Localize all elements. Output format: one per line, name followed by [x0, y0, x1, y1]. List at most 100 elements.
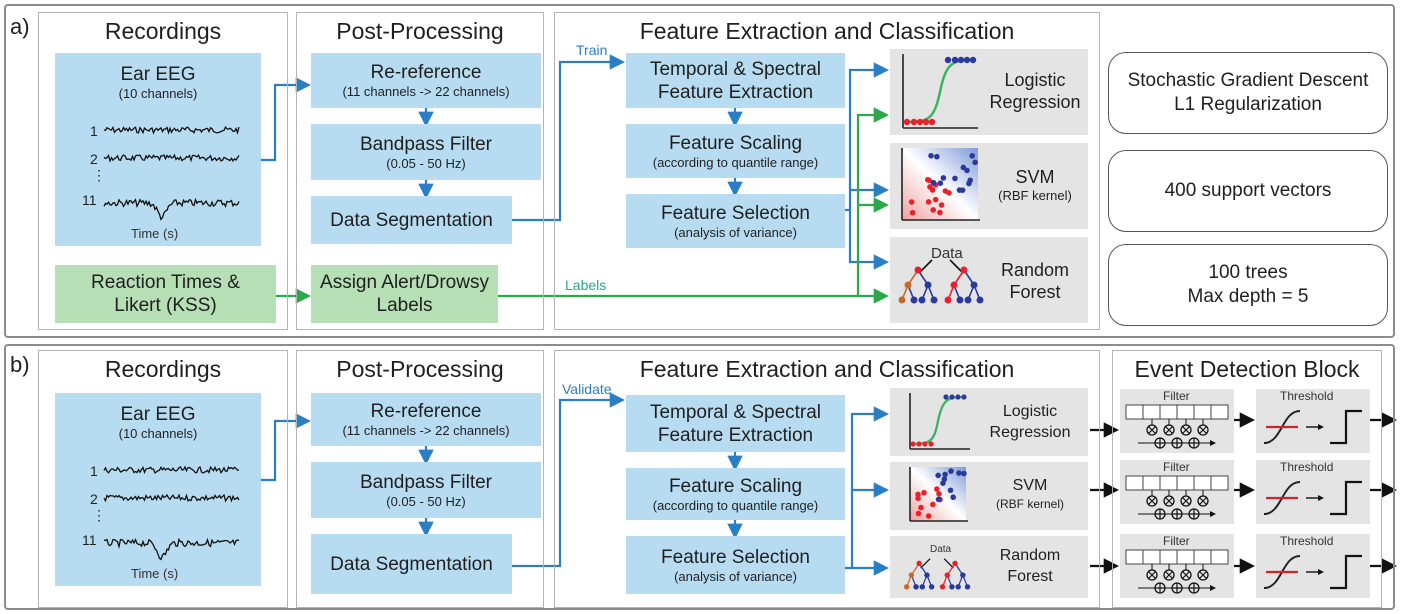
feature-title-b: Feature Extraction and Classification [639, 356, 1015, 382]
threshold-block [1256, 389, 1370, 453]
feat-scale-sub: (according to quantile range) [652, 154, 819, 170]
threshold-icon [1263, 409, 1362, 445]
feat-sel-title-b: Feature Selection [661, 546, 810, 568]
threshold-icon [1263, 480, 1362, 516]
channel-ellipsis: ⋮ [92, 507, 106, 523]
ear-eeg-subtitle-b: (10 channels) [118, 426, 198, 441]
panel-b [4, 344, 1395, 610]
re-reference-box-b: Re-reference (11 channels -> 22 channels… [311, 393, 541, 446]
feat-sel-sub: (analysis of variance) [674, 224, 797, 240]
re-reference-title: Re-reference [370, 62, 482, 83]
forest-param-line-1: 100 trees [1208, 262, 1288, 283]
post-processing-title-b: Post-Processing [336, 356, 504, 382]
segmentation-title: Data Segmentation [330, 209, 493, 231]
random-forest-label-a: Random Forest [990, 250, 1080, 312]
re-reference-sub: (11 channels -> 22 channels) [342, 84, 510, 99]
bandpass-filter-box-b: Bandpass Filter (0.05 - 50 Hz) [311, 462, 541, 518]
threshold-block [1256, 534, 1370, 598]
bandpass-sub-b: (0.05 - 50 Hz) [386, 493, 466, 509]
forest-line-1: Random [1000, 260, 1070, 280]
time-axis-label-b: Time (s) [131, 566, 179, 581]
labels-label: Labels [565, 277, 607, 293]
svm-label-a: SVM (RBF kernel) [990, 160, 1080, 210]
panel-b-label: b) [10, 352, 30, 377]
logreg-line-1-b: Logistic [1002, 403, 1058, 420]
channel-label: 11 [82, 532, 97, 548]
svm-icon [901, 148, 980, 221]
random-forest-icon [903, 558, 971, 590]
channel-label: 11 [82, 192, 97, 208]
svm-icon [909, 467, 968, 522]
threshold-icon [1263, 554, 1362, 590]
reaction-times-box: Reaction Times & Likert (KSS) [55, 265, 276, 323]
bandpass-sub: (0.05 - 50 Hz) [386, 155, 466, 171]
recordings-group-b [38, 350, 288, 608]
post-processing-group-a [296, 12, 544, 330]
feature-extraction-box-a: Temporal & Spectral Feature Extraction [626, 53, 845, 108]
feature-title-a: Feature Extraction and Classification [639, 18, 1015, 44]
filter-label: Filter [1163, 460, 1190, 474]
reaction-line-1: Reaction Times & [91, 272, 240, 293]
random-forest-label-b: Random Forest [985, 542, 1075, 590]
logreg-line-2: Regression [989, 92, 1081, 112]
feature-scaling-box-b: Feature Scaling (according to quantile r… [626, 468, 845, 520]
threshold-block [1256, 460, 1370, 524]
assign-line-2: Labels [376, 295, 433, 316]
svm-title-b: SVM [1012, 477, 1048, 494]
feat-scale-title: Feature Scaling [668, 132, 803, 154]
reaction-line-2: Likert (KSS) [114, 295, 217, 316]
recordings-title-a: Recordings [104, 18, 222, 44]
svm-title: SVM [1015, 167, 1055, 187]
logreg-params: Stochastic Gradient Descent L1 Regulariz… [1108, 52, 1388, 134]
feature-extraction-box-b: Temporal & Spectral Feature Extraction [626, 395, 845, 452]
forest-data-label: Data [931, 245, 963, 262]
bandpass-filter-box: Bandpass Filter (0.05 - 50 Hz) [311, 124, 541, 180]
channel-label: 1 [90, 463, 98, 479]
feature-group-a [554, 12, 1100, 330]
fir-filter-icon [1125, 549, 1229, 594]
forest-params: 100 trees Max depth = 5 [1108, 244, 1388, 326]
recordings-group-a [38, 12, 288, 330]
feat-ext-line-2-b: Feature Extraction [657, 424, 814, 446]
logreg-line-1: Logistic [1004, 70, 1066, 90]
svm-params: 400 support vectors [1108, 150, 1388, 232]
forest-line-1-b: Random [999, 547, 1061, 564]
feature-group-b [554, 350, 1100, 608]
logreg-line-2-b: Regression [989, 424, 1071, 441]
assign-labels-box: Assign Alert/Drowsy Labels [311, 265, 498, 323]
panel-a [4, 4, 1395, 338]
re-reference-title-b: Re-reference [370, 401, 482, 422]
bandpass-title: Bandpass Filter [359, 133, 492, 155]
channel-ellipsis: ⋮ [92, 167, 106, 183]
recordings-title-b: Recordings [104, 356, 222, 382]
filter-label: Filter [1163, 389, 1190, 403]
svm-param-line-1: 400 support vectors [1164, 180, 1332, 201]
feat-scale-sub-b: (according to quantile range) [652, 497, 819, 513]
feature-scaling-box-a: Feature Scaling (according to quantile r… [626, 124, 845, 178]
feat-ext-line-2: Feature Extraction [657, 81, 814, 103]
forest-data-label-b: Data [930, 544, 952, 555]
random-forest-icon [898, 259, 984, 304]
channel-label: 2 [90, 151, 98, 167]
data-segmentation-box: Data Segmentation [311, 196, 512, 244]
validate-label: Validate [562, 381, 612, 397]
feat-ext-line-1-b: Temporal & Spectral [649, 401, 822, 423]
re-reference-sub-b: (11 channels -> 22 channels) [342, 423, 510, 438]
random-forest-card-a [890, 237, 1088, 323]
svm-sub-b: (RBF kernel) [995, 497, 1064, 511]
fir-filter-icon [1125, 404, 1229, 449]
logistic-regression-icon [909, 393, 970, 450]
svm-sub: (RBF kernel) [998, 188, 1072, 203]
feat-scale-title-b: Feature Scaling [668, 475, 803, 497]
ear-eeg-subtitle: (10 channels) [118, 86, 198, 101]
time-axis-label: Time (s) [131, 226, 179, 241]
event-detection-title: Event Detection Block [1134, 356, 1360, 382]
filter-label: Filter [1163, 534, 1190, 548]
event-detection-group [1112, 350, 1382, 608]
eeg-traces [103, 465, 240, 561]
feature-selection-box-a: Feature Selection (analysis of variance) [626, 194, 845, 248]
segmentation-title-b: Data Segmentation [330, 553, 493, 575]
svm-label-b: SVM (RBF kernel) [985, 474, 1075, 514]
threshold-label: Threshold [1280, 534, 1334, 548]
logistic-regression-label-a: Logistic Regression [982, 60, 1088, 122]
